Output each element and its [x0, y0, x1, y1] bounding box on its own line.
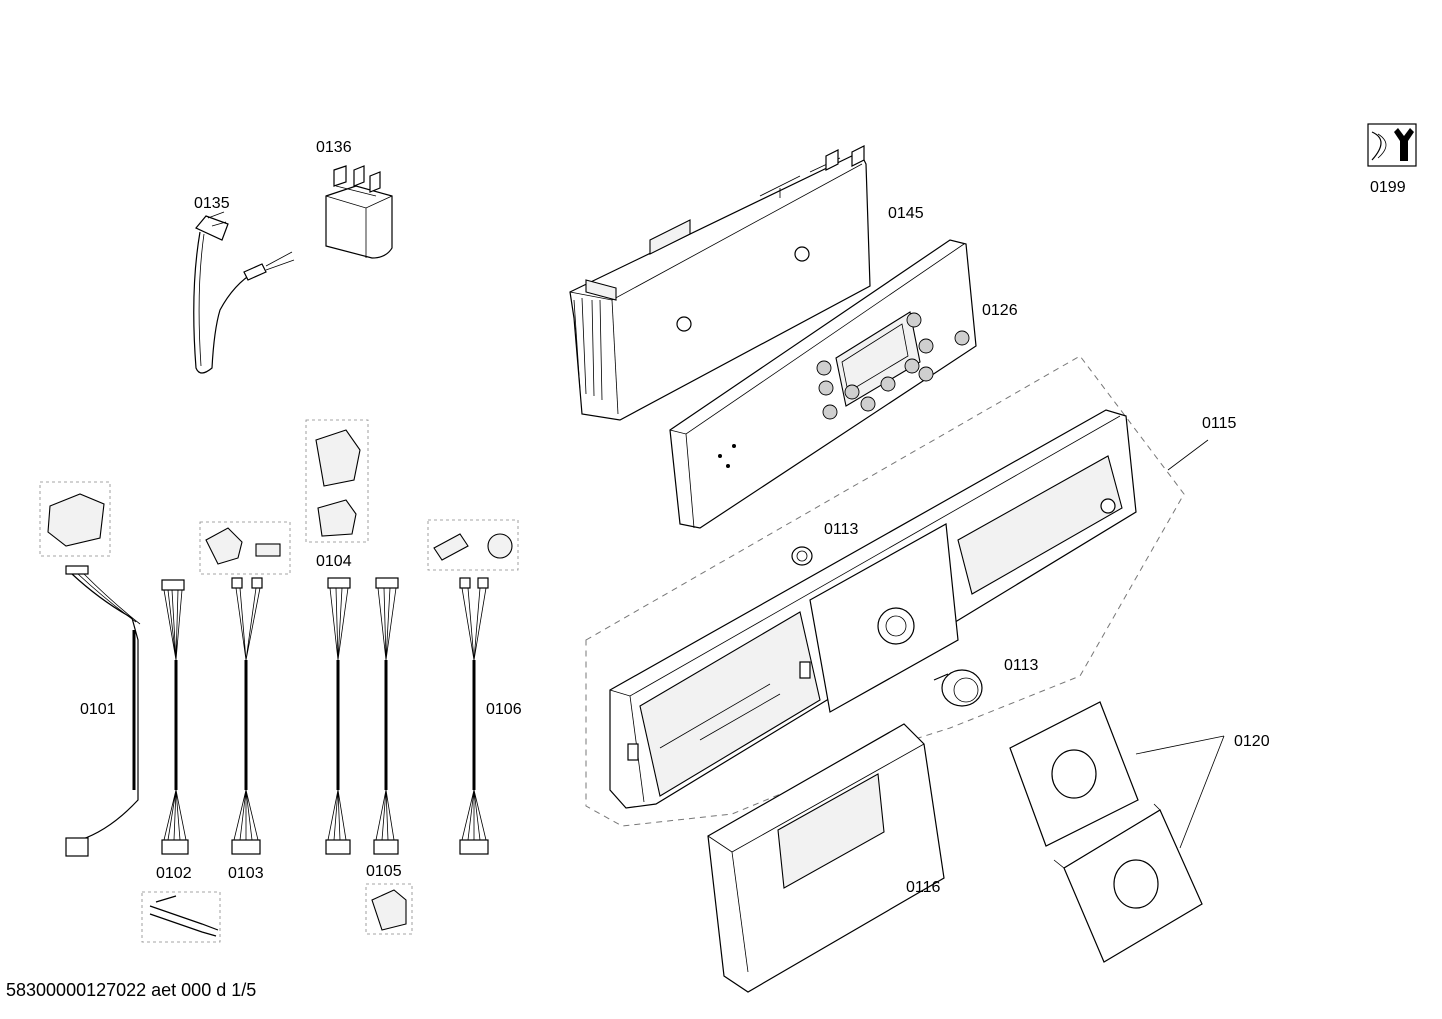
knob-cap-small-drawing	[791, 546, 813, 566]
control-panel-fascia-drawing	[609, 409, 1137, 809]
label-0199: 0199	[1370, 179, 1406, 196]
label-0113-top: 0113	[824, 521, 859, 538]
harness-0101-drawing	[39, 481, 141, 857]
control-module-housing-drawing	[569, 145, 871, 421]
panel-group-outline	[585, 355, 1185, 827]
label-0106: 0106	[486, 701, 522, 718]
electronic-module-drawing	[669, 239, 977, 529]
label-0136: 0136	[316, 139, 352, 156]
label-0104: 0104	[316, 553, 352, 570]
label-0135: 0135	[194, 195, 230, 212]
cover-plate-lower-drawing	[1053, 803, 1203, 963]
leader-lines	[1135, 439, 1225, 849]
label-0115: 0115	[1202, 415, 1237, 432]
harness-0105-drawing	[365, 577, 413, 935]
harness-0103-drawing	[199, 521, 291, 855]
harness-0102-drawing	[161, 579, 189, 855]
label-0120: 0120	[1234, 733, 1270, 750]
label-0126: 0126	[982, 302, 1018, 319]
dispenser-handle-drawing	[707, 723, 945, 993]
label-0145: 0145	[888, 205, 924, 222]
harness-0104-drawing	[305, 419, 369, 855]
harness-0106-drawing	[427, 519, 519, 855]
label-0116: 0116	[906, 879, 941, 896]
service-wrench-icon	[1367, 123, 1417, 167]
label-0105: 0105	[366, 863, 402, 880]
label-0103: 0103	[228, 865, 264, 882]
heater-element-drawing	[141, 891, 221, 943]
button-springs	[816, 312, 970, 420]
rotary-knob-drawing	[933, 669, 983, 707]
label-0113-knob: 0113	[1004, 657, 1039, 674]
label-0102: 0102	[156, 865, 192, 882]
cover-plate-upper-drawing	[1009, 701, 1139, 847]
document-id-footer: 58300000127022 aet 000 d 1/5	[6, 980, 257, 1000]
mains-filter-drawing	[325, 165, 393, 259]
power-cord-drawing	[193, 211, 295, 374]
label-0101: 0101	[80, 701, 116, 718]
